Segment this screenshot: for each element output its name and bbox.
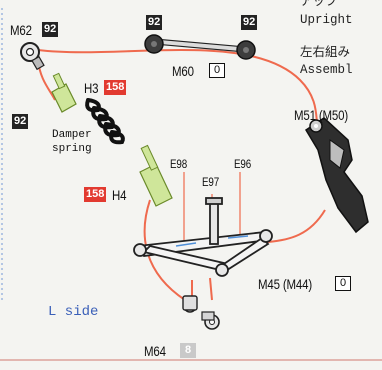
label-damper-spring: Damper spring — [34, 128, 92, 156]
label-m64: M64 — [144, 343, 166, 359]
damper-spring — [85, 98, 125, 145]
qty-badge-h3: 158 — [104, 80, 127, 95]
label-m60: M60 — [172, 63, 194, 79]
label-h3: H3 — [84, 80, 99, 96]
qty-badge-rod-left: 92 — [146, 15, 163, 30]
h4-damper-body — [139, 144, 173, 207]
label-e96: E96 — [234, 157, 252, 171]
qty-badge-m64: 8 — [180, 343, 196, 358]
qty-badge-spring: 92 — [12, 114, 29, 129]
qty-box-m60: 0 — [209, 63, 225, 78]
label-m51: M51 (M50) — [294, 107, 349, 123]
note-line2: Upright — [300, 13, 353, 27]
leader-arm-to-m51 — [267, 209, 326, 243]
qty-badge-m62: 92 — [42, 22, 59, 37]
side-label: L side — [48, 304, 99, 320]
qty-badge-rod-right: 92 — [241, 15, 258, 30]
m62-rod-end — [20, 42, 45, 71]
leader-m64-b — [209, 277, 213, 301]
m51-upright — [304, 117, 369, 234]
h3-damper-top — [51, 72, 77, 113]
m64-rod-ends — [182, 295, 220, 330]
note-line1: アップ — [300, 0, 338, 9]
label-e98: E98 — [170, 157, 188, 171]
m45-lower-arm — [133, 197, 273, 277]
qty-box-m45: 0 — [335, 276, 351, 291]
leader-m62-to-m51 — [37, 49, 319, 129]
note-line4: Assembl — [300, 63, 353, 77]
label-m62: M62 — [10, 22, 32, 38]
damper-spring-line2: spring — [52, 143, 92, 155]
note-line3: 左右組み — [300, 45, 351, 59]
m60-turnbuckle — [144, 34, 256, 60]
blue-guides — [175, 235, 249, 247]
qty-badge-h4: 158 — [84, 187, 107, 202]
damper-spring-line1: Damper — [52, 129, 92, 141]
leader-lines — [37, 49, 326, 301]
label-m45: M45 (M44) — [258, 276, 313, 292]
label-h4: H4 — [112, 187, 127, 203]
label-e97: E97 — [202, 175, 220, 189]
